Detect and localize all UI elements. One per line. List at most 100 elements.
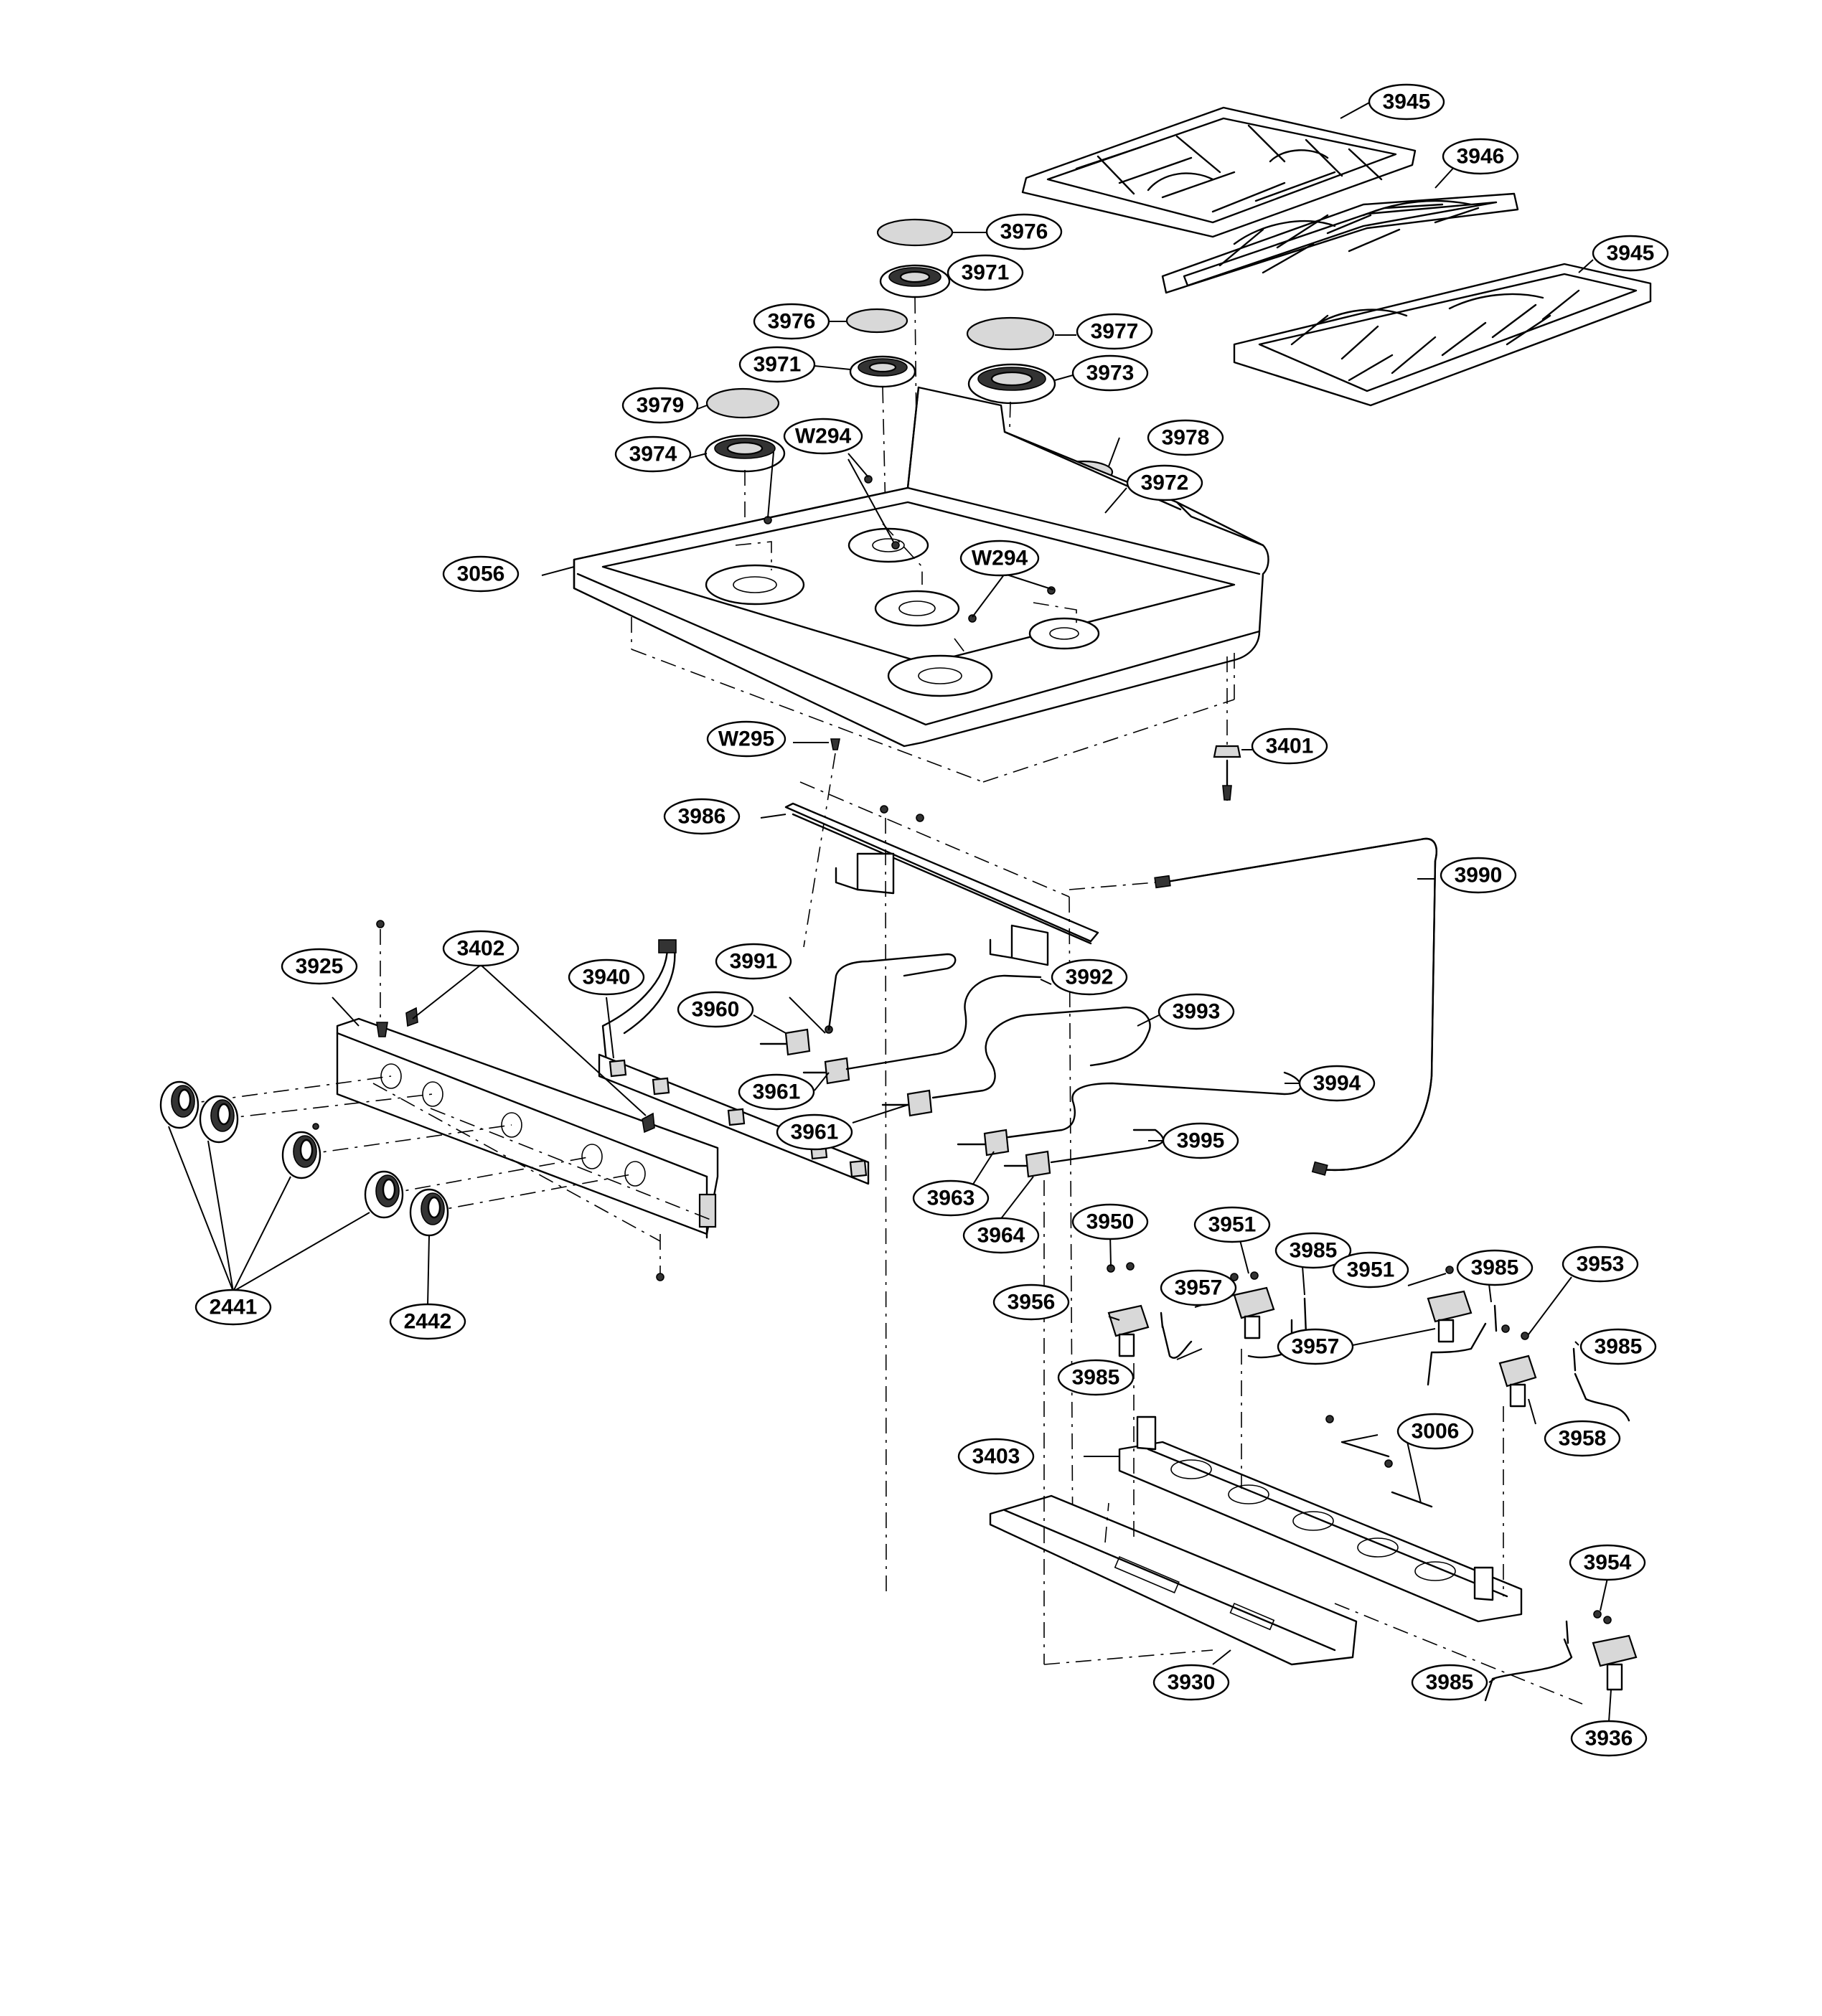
svg-text:3974: 3974 — [629, 443, 677, 466]
callout-3402: 3402 — [442, 930, 520, 967]
svg-text:3964: 3964 — [977, 1224, 1025, 1248]
callout-3945-right: 3945 — [1592, 235, 1669, 272]
svg-text:3978: 3978 — [1162, 426, 1210, 450]
burner-3958 — [1498, 1324, 1630, 1422]
svg-text:3976: 3976 — [768, 310, 816, 334]
svg-text:3925: 3925 — [296, 955, 344, 979]
callout-3957-upper: 3957 — [1160, 1269, 1237, 1306]
svg-text:3930: 3930 — [1168, 1671, 1216, 1695]
svg-text:3957: 3957 — [1175, 1276, 1223, 1300]
callout-3006: 3006 — [1396, 1413, 1474, 1450]
callout-3964: 3964 — [962, 1217, 1040, 1254]
callout-3930: 3930 — [1152, 1664, 1230, 1701]
svg-text:3976: 3976 — [1000, 220, 1048, 244]
svg-text:2442: 2442 — [404, 1310, 452, 1334]
svg-text:3401: 3401 — [1266, 735, 1314, 758]
control-knob-2442 — [409, 1188, 449, 1237]
callout-3925: 3925 — [281, 948, 358, 985]
callout-3403: 3403 — [957, 1438, 1035, 1475]
svg-text:3056: 3056 — [457, 562, 505, 586]
callout-3976-top: 3976 — [985, 213, 1063, 250]
callout-3961-upper: 3961 — [738, 1073, 815, 1111]
callout-3950: 3950 — [1071, 1203, 1149, 1240]
leader-lines — [168, 101, 1612, 1723]
svg-text:3403: 3403 — [972, 1445, 1020, 1469]
gas-tube-3993 — [931, 1007, 1151, 1099]
svg-text:3946: 3946 — [1457, 145, 1505, 169]
valve-3960 — [759, 1025, 833, 1056]
callout-w294-left: W294 — [783, 418, 863, 455]
gas-tube-3995 — [1050, 1129, 1165, 1164]
svg-text:2441: 2441 — [210, 1296, 258, 1319]
svg-text:3985: 3985 — [1426, 1671, 1474, 1695]
svg-text:3961: 3961 — [791, 1121, 839, 1144]
burner-cap-3977 — [966, 316, 1055, 351]
svg-text:3950: 3950 — [1086, 1210, 1135, 1234]
burner-base-3973 — [967, 363, 1056, 625]
leveling-bumper-3401 — [1213, 656, 1241, 801]
callout-2442: 2442 — [389, 1303, 466, 1340]
burner-cap-3979 — [705, 387, 780, 419]
callout-3957-lower: 3957 — [1277, 1328, 1354, 1365]
svg-text:3973: 3973 — [1086, 362, 1135, 385]
callout-3974: 3974 — [614, 435, 692, 473]
callout-3973: 3973 — [1071, 354, 1149, 392]
svg-text:3985: 3985 — [1072, 1366, 1120, 1390]
control-knob-2441-b — [199, 1095, 239, 1144]
callout-3995: 3995 — [1162, 1122, 1239, 1159]
callout-3978: 3978 — [1147, 419, 1224, 456]
callout-3951-right: 3951 — [1332, 1251, 1409, 1289]
svg-text:W294: W294 — [795, 425, 852, 448]
gas-tube-3990 — [1069, 837, 1437, 1176]
cooktop-3056 — [573, 386, 1269, 783]
callout-3972: 3972 — [1126, 464, 1203, 501]
svg-text:3971: 3971 — [753, 353, 802, 377]
svg-text:3977: 3977 — [1091, 320, 1139, 344]
manifold-bracket-3986 — [784, 781, 1099, 1593]
callout-3963: 3963 — [912, 1179, 990, 1217]
grate-left — [1021, 106, 1417, 238]
svg-text:3958: 3958 — [1559, 1427, 1607, 1451]
callout-3056: 3056 — [442, 555, 520, 593]
burner-3951 — [1427, 1266, 1487, 1386]
callout-3994: 3994 — [1298, 1065, 1376, 1102]
control-knob-2441-d — [364, 1170, 404, 1219]
callout-3956: 3956 — [992, 1283, 1070, 1321]
svg-text:3945: 3945 — [1607, 242, 1655, 265]
screw-w295 — [803, 738, 840, 948]
burner-cap-3976-mid — [845, 308, 908, 334]
burner-cap-3976-top — [876, 218, 954, 247]
svg-text:3951: 3951 — [1347, 1258, 1395, 1282]
callout-3985-right: 3985 — [1579, 1328, 1657, 1365]
callout-3990: 3990 — [1440, 857, 1517, 894]
callout-3992: 3992 — [1051, 958, 1128, 996]
svg-text:3990: 3990 — [1455, 864, 1503, 887]
control-knob-2441-c — [281, 1123, 321, 1179]
callout-3945-top: 3945 — [1368, 83, 1445, 121]
callout-3991: 3991 — [715, 943, 792, 980]
spark-electrodes-3006 — [1325, 1415, 1433, 1508]
callout-3401: 3401 — [1251, 727, 1328, 765]
control-knob-2441-a — [159, 1080, 199, 1129]
burner-base-plate-3930 — [989, 1180, 1358, 1666]
callout-3986: 3986 — [663, 798, 741, 835]
svg-text:3961: 3961 — [753, 1080, 801, 1104]
callout-3979: 3979 — [621, 387, 699, 424]
grate-right — [1233, 263, 1652, 407]
svg-text:3992: 3992 — [1066, 966, 1114, 989]
callout-3985-bottom: 3985 — [1411, 1664, 1488, 1701]
svg-text:3994: 3994 — [1313, 1072, 1361, 1096]
svg-text:3986: 3986 — [678, 805, 726, 829]
callout-3985-left: 3985 — [1057, 1359, 1135, 1396]
burner-box-3403 — [1118, 1416, 1523, 1623]
callout-3940: 3940 — [568, 958, 645, 996]
svg-text:3985: 3985 — [1290, 1239, 1338, 1263]
callout-3977: 3977 — [1076, 313, 1153, 350]
svg-text:3972: 3972 — [1141, 471, 1189, 495]
svg-text:3006: 3006 — [1412, 1420, 1460, 1443]
svg-text:3936: 3936 — [1585, 1727, 1633, 1751]
burner-3936 — [1334, 1603, 1638, 1705]
callout-3936: 3936 — [1570, 1720, 1648, 1757]
svg-text:3991: 3991 — [730, 950, 778, 974]
callout-3954: 3954 — [1569, 1544, 1646, 1581]
